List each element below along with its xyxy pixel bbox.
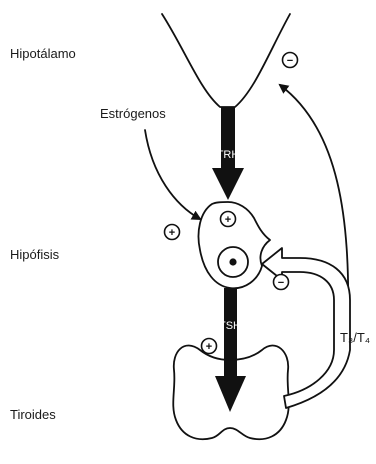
hypothalamus-outline	[162, 14, 290, 107]
t3t4-block-arrow	[262, 248, 350, 408]
trh-label: TRH	[217, 149, 240, 161]
t3t4-label: T₃/T₄	[340, 330, 370, 345]
pituitary-cell-nucleus	[229, 258, 236, 265]
pituitary-plus-sign: +	[225, 214, 231, 226]
pituitary-minus-sign: −	[278, 277, 284, 289]
estrogen-arrow	[145, 130, 200, 219]
trh-arrow-head	[212, 168, 244, 200]
hipofisis-label: Hipófisis	[10, 247, 60, 262]
tsh-label: TSH	[219, 320, 241, 332]
hypothalamus-minus-sign: −	[287, 55, 293, 67]
thyroid-plus-sign: +	[206, 341, 212, 353]
hipotalamo-label: Hipotálamo	[10, 46, 76, 61]
estrogenos-label: Estrógenos	[100, 106, 166, 121]
estrogen-plus-sign: +	[169, 227, 175, 239]
tsh-arrow-head	[215, 376, 246, 412]
tsh-arrow-shaft	[224, 288, 237, 376]
tiroides-label: Tiroides	[10, 407, 56, 422]
